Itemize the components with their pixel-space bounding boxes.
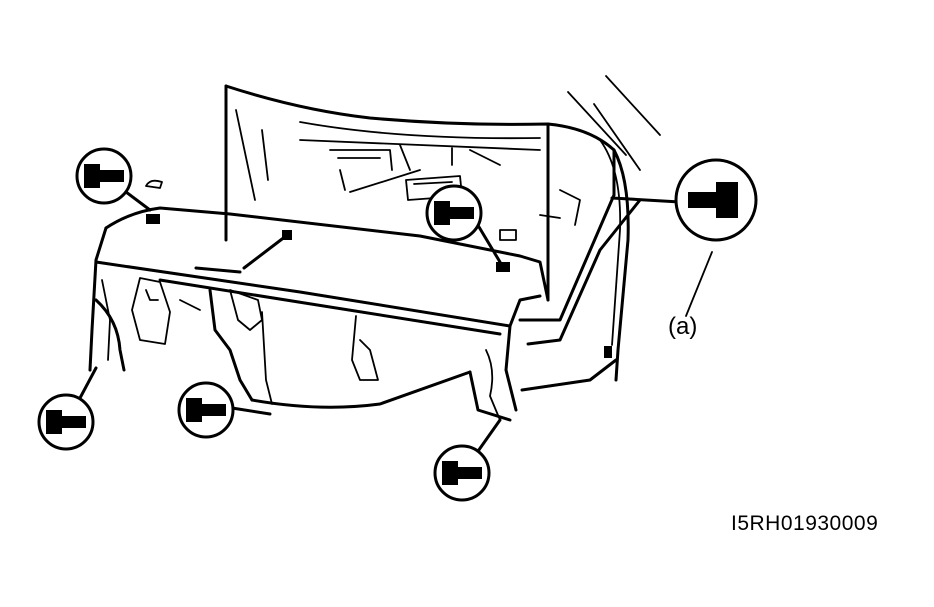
leader-lines [78,179,713,456]
instrument-panel [88,206,612,422]
bolt-callout-bottom-left [37,393,95,451]
windshield-edge [567,75,661,171]
firewall-panel [224,84,616,302]
figure-id: I5RH01930009 [731,512,879,535]
bolt-callout-a-large [674,158,758,242]
bolt-callout-top-left [75,147,133,205]
callout-label-a: (a) [668,313,698,340]
side-pillar [518,139,642,392]
bolt-callout-center [425,184,483,242]
bolt-callout-bottom-right [433,444,491,502]
bolt-callout-bottom-center [177,381,235,439]
